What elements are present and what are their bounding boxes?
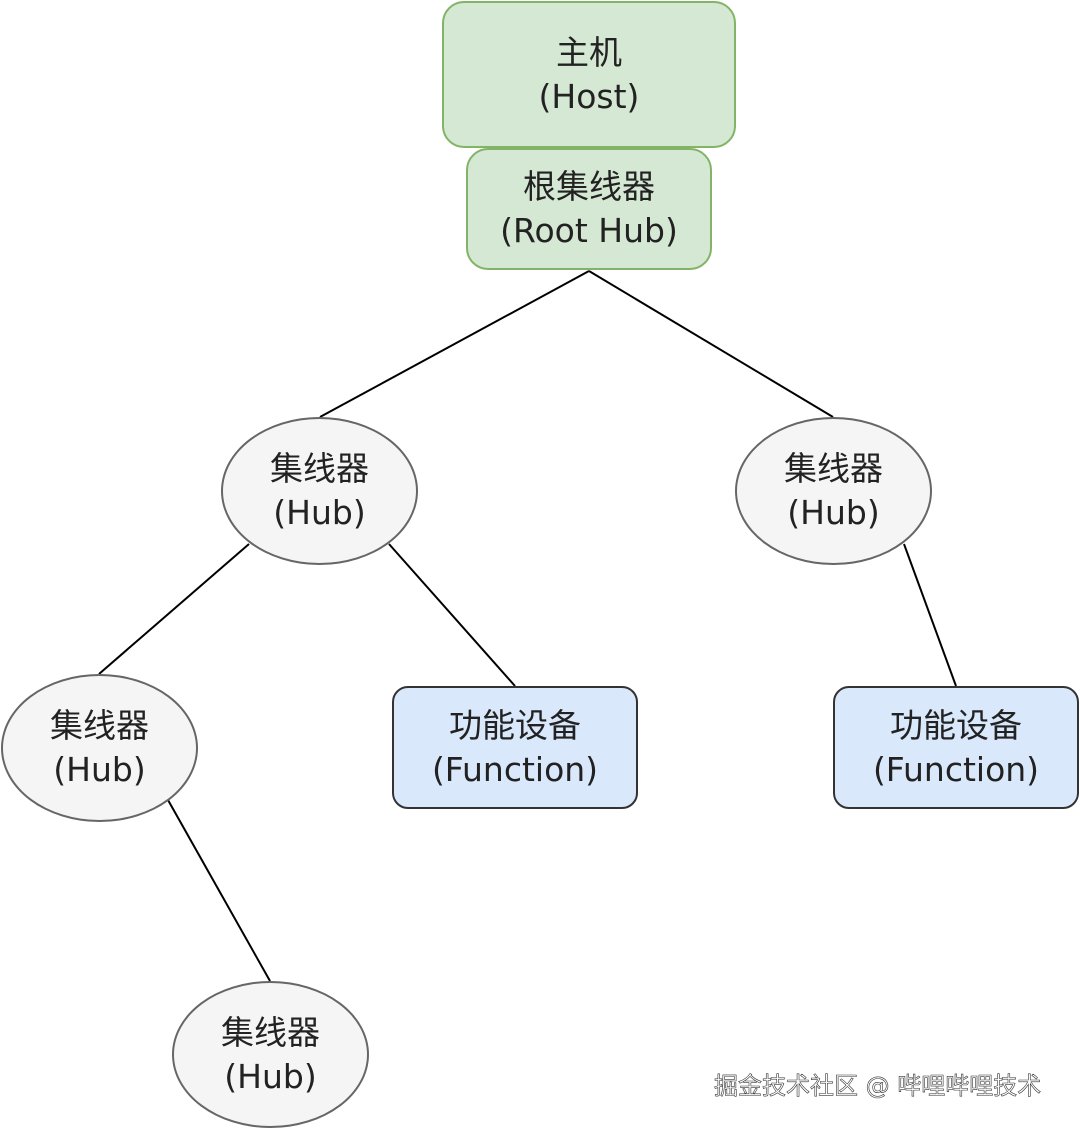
host-node-subtitle: (Host) bbox=[538, 76, 640, 116]
hub-node-right: 集线器 (Hub) bbox=[735, 417, 932, 565]
edge-hub-left-function-mid bbox=[388, 543, 516, 687]
edge-hub-right-function-right bbox=[903, 543, 957, 687]
hub-node-bottom-title: 集线器 bbox=[221, 1012, 320, 1052]
hub-node-right-subtitle: (Hub) bbox=[787, 493, 880, 532]
edge-roothub-hub-left bbox=[319, 270, 590, 418]
edge-roothub-hub-right bbox=[588, 270, 834, 418]
function-node-mid: 功能设备 (Function) bbox=[392, 686, 638, 809]
host-node: 主机 (Host) bbox=[442, 1, 736, 148]
hub-node-left-left-title: 集线器 bbox=[50, 706, 149, 745]
function-node-mid-subtitle: (Function) bbox=[431, 749, 599, 789]
hub-node-left-title: 集线器 bbox=[270, 449, 369, 488]
hub-node-left-left: 集线器 (Hub) bbox=[1, 674, 198, 822]
function-node-right-subtitle: (Function) bbox=[872, 749, 1040, 789]
root-hub-node: 根集线器 (Root Hub) bbox=[466, 148, 712, 270]
hub-node-right-title: 集线器 bbox=[784, 449, 883, 488]
function-node-right-title: 功能设备 bbox=[890, 705, 1022, 745]
hub-node-left-subtitle: (Hub) bbox=[273, 493, 366, 532]
root-hub-node-title: 根集线器 bbox=[523, 167, 655, 206]
host-node-title: 主机 bbox=[556, 32, 622, 72]
edge-hub-left-hub-ll bbox=[98, 543, 250, 675]
hub-node-left: 集线器 (Hub) bbox=[221, 417, 418, 565]
hub-node-bottom-subtitle: (Hub) bbox=[224, 1056, 317, 1096]
hub-node-bottom: 集线器 (Hub) bbox=[172, 981, 369, 1128]
watermark-text: 掘金技术社区 @ 哔哩哔哩技术 bbox=[714, 1072, 1042, 1101]
root-hub-node-subtitle: (Root Hub) bbox=[500, 211, 678, 250]
hub-node-left-left-subtitle: (Hub) bbox=[53, 750, 146, 789]
function-node-mid-title: 功能设备 bbox=[449, 705, 581, 745]
function-node-right: 功能设备 (Function) bbox=[833, 686, 1079, 809]
edge-hub-ll-hub-bottom bbox=[167, 799, 271, 982]
